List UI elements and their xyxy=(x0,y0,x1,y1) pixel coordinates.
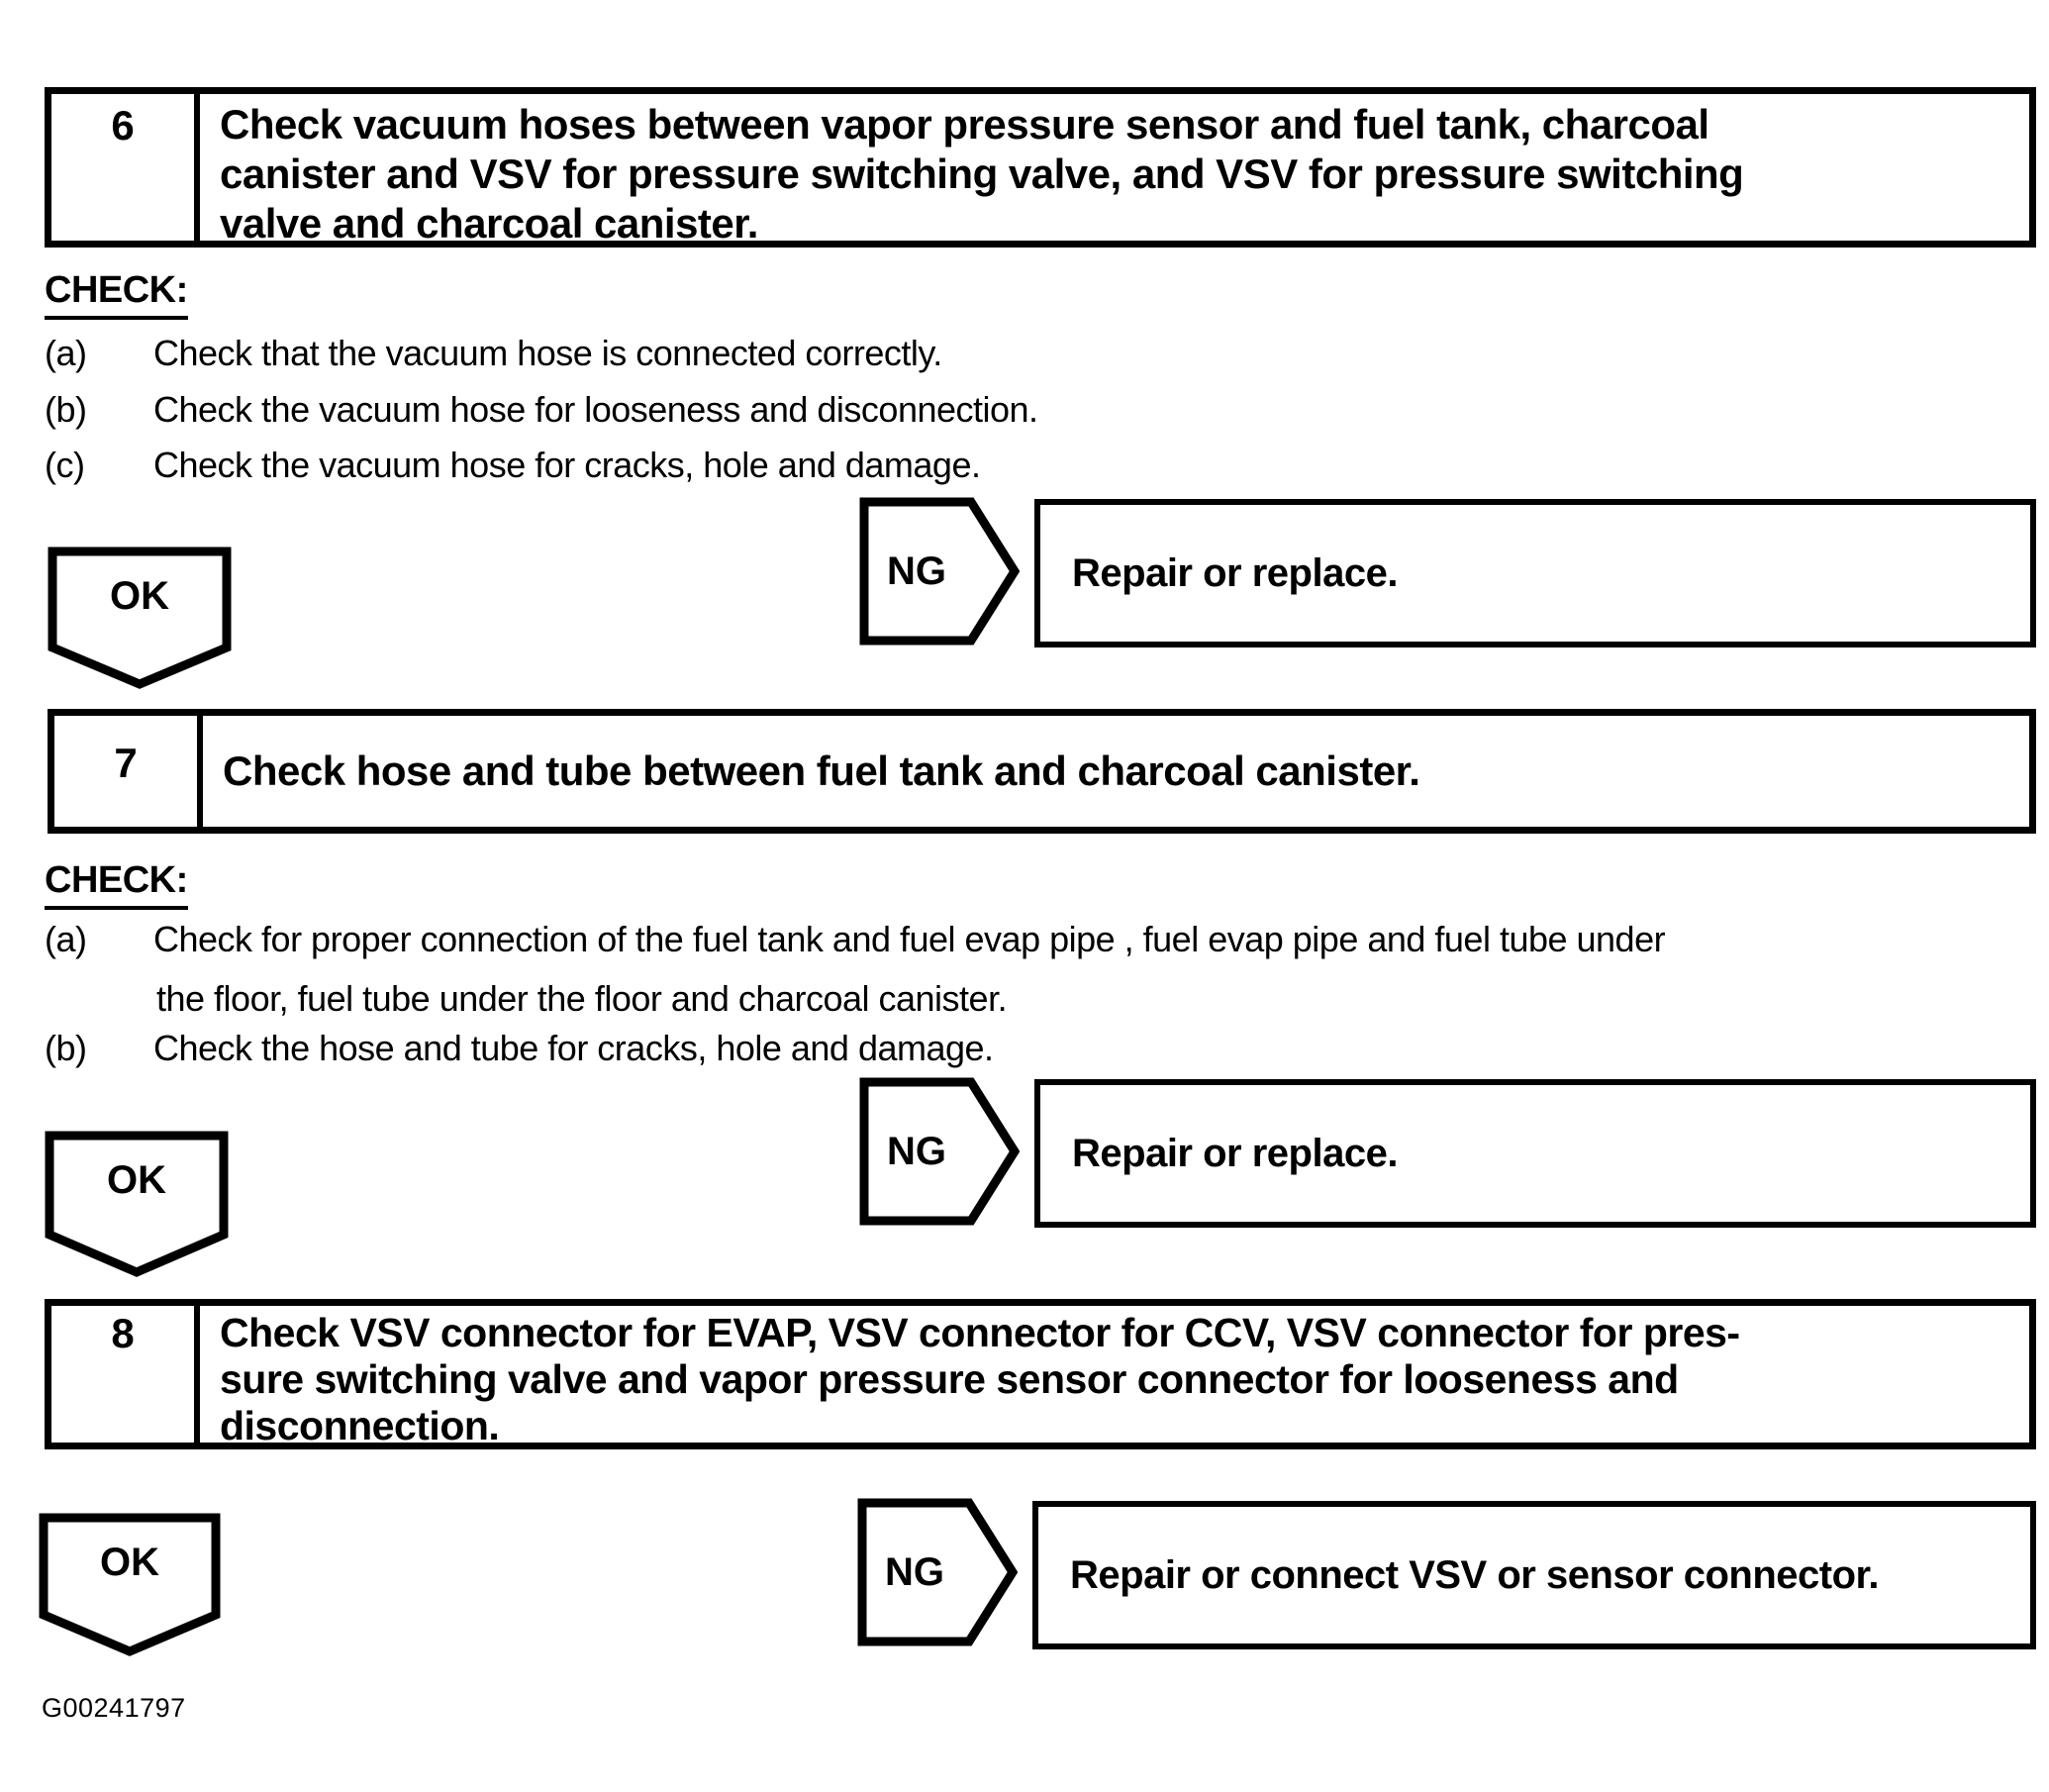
check-heading-step7: CHECK: xyxy=(45,859,188,910)
ng-action-text: Repair or replace. xyxy=(1072,550,1398,595)
step-8-title-line: Check VSV connector for EVAP, VSV connec… xyxy=(220,1310,1740,1355)
ng-action-box-step7: Repair or replace. xyxy=(1034,1079,2036,1228)
ok-label: OK xyxy=(100,1541,159,1584)
ng-connector-step8: NG xyxy=(857,1498,1018,1646)
check-item-label: (a) xyxy=(45,333,87,373)
step-7-title: Check hose and tube between fuel tank an… xyxy=(203,716,1437,827)
ok-label: OK xyxy=(110,574,169,618)
step-8-number: 8 xyxy=(51,1306,200,1443)
ng-action-text: Repair or replace. xyxy=(1072,1131,1398,1175)
check-heading-step6: CHECK: xyxy=(45,269,188,320)
step-7-bar: 7 Check hose and tube between fuel tank … xyxy=(48,709,2036,834)
ng-arrow-pentagon-icon xyxy=(857,1498,1018,1646)
ng-action-text: Repair or connect VSV or sensor connecto… xyxy=(1070,1552,1880,1597)
ng-arrow-pentagon-icon xyxy=(859,497,1020,646)
ok-connector-step8: OK xyxy=(39,1513,221,1656)
step-6-title-line: Check vacuum hoses between vapor pressur… xyxy=(220,101,1709,148)
ok-connector-step6: OK xyxy=(48,547,232,689)
ng-connector-step6: NG xyxy=(859,497,1020,646)
check-item-text: Check the vacuum hose for looseness and … xyxy=(153,389,1038,430)
ng-action-box-step8: Repair or connect VSV or sensor connecto… xyxy=(1032,1501,2036,1649)
ok-label: OK xyxy=(107,1158,166,1202)
step-6-number: 6 xyxy=(51,94,200,241)
ng-label: NG xyxy=(885,1549,944,1594)
ok-down-pentagon-icon xyxy=(39,1513,221,1656)
check-item-label: (a) xyxy=(45,919,87,959)
step-7-title-line: Check hose and tube between fuel tank an… xyxy=(223,747,1420,794)
check-item-label: (c) xyxy=(45,445,85,485)
check-item-text: Check the vacuum hose for cracks, hole a… xyxy=(153,445,981,485)
step-8-title-line: sure switching valve and vapor pressure … xyxy=(220,1356,1679,1402)
ng-arrow-pentagon-icon xyxy=(859,1077,1020,1226)
check-item-text: the floor, fuel tube under the floor and… xyxy=(156,978,1008,1019)
step-7-number: 7 xyxy=(54,716,203,827)
check-item-label: (b) xyxy=(45,389,87,430)
step-6-title-line: canister and VSV for pressure switching … xyxy=(220,150,1744,197)
ng-action-box-step6: Repair or replace. xyxy=(1034,499,2036,647)
step-6-bar: 6 Check vacuum hoses between vapor press… xyxy=(45,87,2036,248)
ok-connector-step7: OK xyxy=(45,1131,229,1277)
ok-down-pentagon-icon xyxy=(48,547,232,689)
check-item-label: (b) xyxy=(45,1028,87,1068)
step-6-title-line: valve and charcoal canister. xyxy=(220,200,758,247)
step-8-bar: 8 Check VSV connector for EVAP, VSV conn… xyxy=(45,1299,2036,1449)
ng-connector-step7: NG xyxy=(859,1077,1020,1226)
step-6-title: Check vacuum hoses between vapor pressur… xyxy=(200,94,1761,247)
step-8-title: Check VSV connector for EVAP, VSV connec… xyxy=(200,1306,1758,1448)
ng-label: NG xyxy=(887,548,946,593)
step-8-title-line: disconnection. xyxy=(220,1403,500,1448)
ok-down-pentagon-icon xyxy=(45,1131,229,1277)
check-item-text: Check that the vacuum hose is connected … xyxy=(153,333,942,373)
ng-label: NG xyxy=(887,1129,946,1173)
figure-code: G00241797 xyxy=(42,1693,186,1723)
check-item-text: Check for proper connection of the fuel … xyxy=(153,919,1666,959)
check-item-text: Check the hose and tube for cracks, hole… xyxy=(153,1028,994,1068)
